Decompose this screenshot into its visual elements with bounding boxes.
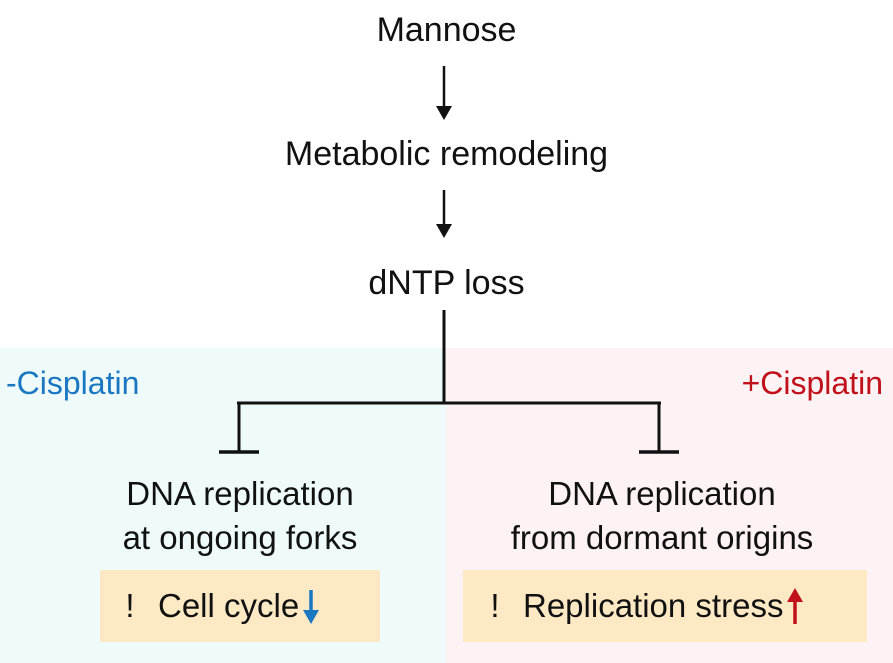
condition-plus-cisplatin: +Cisplatin [741,365,883,401]
arrow-remodeling-to-dntp-loss [436,190,452,238]
down-arrow-icon [301,586,321,626]
cell-cycle-box: ! Cell cycle [100,570,380,642]
outcome-left-line2: at ongoing forks [122,519,358,556]
outcome-dormant-origins: DNA replication from dormant origins [462,472,862,560]
up-arrow-icon [785,586,805,626]
replication-stress-label: Replication stress [523,587,784,624]
outcome-right-line2: from dormant origins [510,519,814,556]
replication-stress-box: ! Replication stress [463,570,867,642]
node-dntp-loss: dNTP loss [368,264,525,302]
condition-minus-cisplatin: -Cisplatin [6,365,140,401]
outcome-left-line1: DNA replication [126,475,354,512]
outcome-ongoing-forks: DNA replication at ongoing forks [40,472,440,560]
node-metabolic-remodeling: Metabolic remodeling [284,135,609,173]
alert-mark: ! [490,587,500,624]
arrow-mannose-to-remodeling [436,66,452,120]
outcome-right-line1: DNA replication [548,475,776,512]
alert-mark: ! [125,587,135,624]
cell-cycle-label: Cell cycle [158,587,300,624]
node-mannose: Mannose [376,11,517,49]
inhibition-branch [219,310,679,454]
